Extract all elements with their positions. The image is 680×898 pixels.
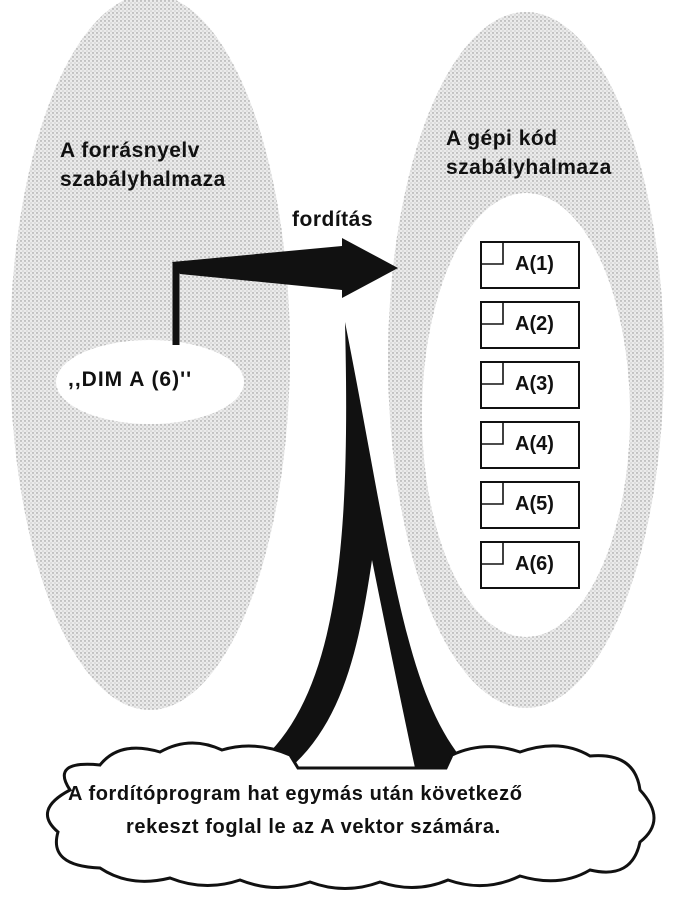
source-set-title-line1: A forrásnyelv — [60, 139, 200, 162]
statement-bubble — [56, 340, 244, 424]
callout-pointer — [252, 322, 470, 768]
target-set-title-line2: szabályhalmaza — [446, 156, 612, 179]
translation-arrow — [172, 238, 398, 345]
memory-cell-4-label: A(4) — [515, 433, 554, 455]
memory-cell-6 — [480, 541, 580, 589]
memory-cell-1 — [480, 241, 580, 289]
callout-line2: rekeszt foglal le az A vektor számára. — [126, 816, 501, 838]
memory-cell-6-label: A(6) — [515, 553, 554, 575]
memory-cell-4 — [480, 421, 580, 469]
memory-cell-3 — [480, 361, 580, 409]
memory-cell-2 — [480, 301, 580, 349]
memory-cell-2-label: A(2) — [515, 313, 554, 335]
arrow-label: fordítás — [292, 208, 374, 231]
source-set-title-line2: szabályhalmaza — [60, 168, 226, 191]
memory-cell-5-label: A(5) — [515, 493, 554, 515]
dim-statement: ,,DIM A (6)'' — [68, 368, 193, 391]
memory-cell-3-label: A(3) — [515, 373, 554, 395]
source-set-title: A forrásnyelv szabályhalmaza — [60, 136, 226, 194]
target-set-title: A gépi kód szabályhalmaza — [446, 124, 612, 182]
callout-cloud — [46, 741, 656, 890]
memory-cell-5 — [480, 481, 580, 529]
callout-line1: A fordítóprogram hat egymás után követke… — [68, 783, 523, 805]
memory-cell-1-label: A(1) — [515, 253, 554, 275]
callout-text: A fordítóprogram hat egymás után követke… — [40, 778, 640, 844]
target-set-title-line1: A gépi kód — [446, 127, 558, 150]
